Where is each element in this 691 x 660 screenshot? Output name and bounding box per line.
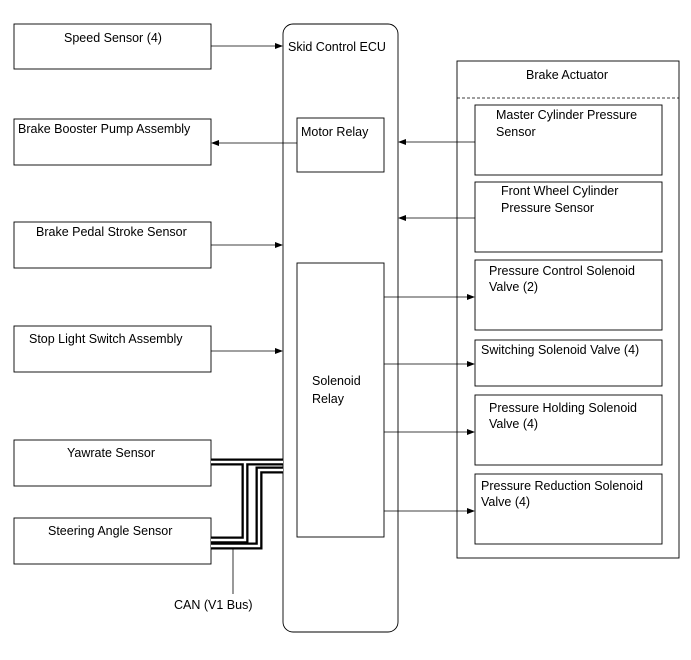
can-bus-label: CAN (V1 Bus) — [174, 598, 253, 612]
yawrate-sensor-label: Yawrate Sensor — [67, 446, 155, 460]
connector-speed-sensor-to-ecu — [211, 43, 283, 49]
motor-relay-label: Motor Relay — [301, 125, 369, 139]
pressure-control-label-line1: Pressure Control Solenoid — [489, 264, 635, 278]
connector-relay-to-pressure-reduction — [384, 508, 475, 514]
motor-relay-box — [296, 117, 385, 173]
steering-angle-sensor-box — [13, 517, 212, 565]
pressure-reduction-solenoid-valve-box — [474, 473, 663, 545]
front-wheel-cylinder-pressure-sensor-box — [474, 181, 663, 253]
master-cylinder-label-line2: Sensor — [496, 125, 536, 139]
solenoid-relay-box — [296, 262, 385, 538]
pressure-holding-label-line2: Valve (4) — [489, 417, 538, 431]
brake-pedal-stroke-sensor-label: Brake Pedal Stroke Sensor — [36, 225, 187, 239]
steering-angle-sensor-label: Steering Angle Sensor — [48, 524, 172, 538]
connector-relay-to-pressure-holding — [384, 429, 475, 435]
pressure-control-solenoid-valve-box — [474, 259, 663, 331]
connector-front-wheel-to-ecu — [398, 215, 475, 221]
brake-booster-pump-box — [13, 118, 212, 166]
stop-light-switch-label: Stop Light Switch Assembly — [29, 332, 183, 346]
pressure-reduction-label-line1: Pressure Reduction Solenoid — [481, 479, 643, 493]
front-wheel-label-line2: Pressure Sensor — [501, 201, 594, 215]
can-bus-lines — [211, 458, 283, 594]
solenoid-relay-label-line1: Solenoid — [312, 374, 361, 388]
solenoid-relay-label-line2: Relay — [312, 392, 345, 406]
stop-light-switch-box — [13, 325, 212, 373]
connector-brake-pedal-sensor-to-ecu — [211, 242, 283, 248]
brake-booster-pump-label: Brake Booster Pump Assembly — [18, 122, 191, 136]
brake-actuator-title: Brake Actuator — [526, 68, 608, 82]
connector-master-cylinder-to-ecu — [398, 139, 475, 145]
connector-stop-light-to-ecu — [211, 348, 283, 354]
yawrate-sensor-box — [13, 439, 212, 487]
skid-control-ecu-title: Skid Control ECU — [288, 40, 386, 54]
brake-pedal-stroke-sensor-box — [13, 221, 212, 269]
speed-sensor-box — [13, 23, 212, 70]
switching-solenoid-valve-box — [474, 339, 663, 387]
connector-relay-to-pressure-control — [384, 294, 475, 300]
pressure-control-label-line2: Valve (2) — [489, 280, 538, 294]
connector-relay-to-switching-valve — [384, 361, 475, 367]
pressure-holding-label-line1: Pressure Holding Solenoid — [489, 401, 637, 415]
pressure-reduction-label-line2: Valve (4) — [481, 495, 530, 509]
connector-motor-relay-to-booster — [211, 140, 297, 146]
master-cylinder-pressure-sensor-box — [474, 104, 663, 176]
pressure-holding-solenoid-valve-box — [474, 394, 663, 466]
front-wheel-label-line1: Front Wheel Cylinder — [501, 184, 618, 198]
master-cylinder-label-line1: Master Cylinder Pressure — [496, 108, 637, 122]
switching-solenoid-valve-label: Switching Solenoid Valve (4) — [481, 343, 639, 357]
speed-sensor-label: Speed Sensor (4) — [64, 31, 162, 45]
